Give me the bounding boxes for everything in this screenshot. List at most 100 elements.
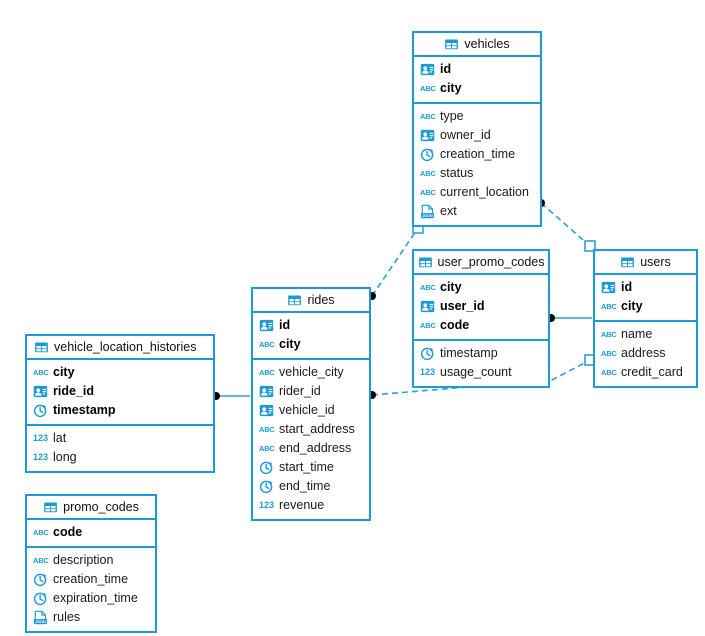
field-row-address[interactable]: ABC address: [595, 344, 696, 363]
key-field-row-id[interactable]: id: [253, 316, 369, 335]
relationship-vehicles-users[interactable]: [537, 199, 596, 252]
abc-text-icon: ABC: [33, 555, 49, 565]
field-row-start_time[interactable]: start_time: [253, 458, 369, 477]
id-card-icon: [259, 318, 274, 333]
field-label: vehicle_city: [279, 365, 344, 380]
id-card-icon: [259, 403, 274, 418]
field-label: rider_id: [279, 384, 321, 399]
field-label: address: [621, 346, 666, 361]
field-label: code: [440, 318, 470, 333]
field-label: creation_time: [440, 147, 516, 162]
id-card-icon: [420, 62, 435, 77]
abc-text-icon: ABC: [259, 443, 275, 453]
entity-header-rides[interactable]: rides: [253, 289, 369, 313]
field-row-ext[interactable]: JSON ext: [414, 202, 540, 221]
table-grid-icon: [418, 255, 433, 270]
key-field-row-user_id[interactable]: user_id: [414, 297, 548, 316]
field-label: rules: [53, 610, 81, 625]
number-123-icon: 123: [259, 500, 275, 510]
key-field-row-timestamp[interactable]: timestamp: [27, 401, 213, 420]
entity-title: users: [640, 254, 671, 269]
entity-header-promo_codes[interactable]: promo_codes: [27, 496, 155, 520]
abc-text-icon: ABC: [601, 301, 617, 311]
field-label: end_time: [279, 479, 331, 494]
primary-key-group-promo_codes: ABC code: [27, 520, 155, 548]
abc-text-icon: ABC: [259, 424, 275, 434]
field-label: revenue: [279, 498, 325, 513]
abc-text-icon: ABC: [33, 527, 49, 537]
abc-text-icon: ABC: [601, 348, 617, 358]
field-row-end_time[interactable]: end_time: [253, 477, 369, 496]
field-row-creation_time[interactable]: creation_time: [27, 570, 155, 589]
field-row-rider_id[interactable]: rider_id: [253, 382, 369, 401]
table-grid-icon: [287, 293, 302, 308]
abc-text-icon: ABC: [601, 329, 617, 339]
field-row-timestamp[interactable]: timestamp: [414, 344, 548, 363]
field-label: city: [621, 299, 643, 314]
relationship-user_promo_codes-users[interactable]: [547, 314, 592, 322]
field-label: ext: [440, 204, 457, 219]
key-field-row-code[interactable]: ABC code: [27, 523, 155, 542]
id-card-icon: [420, 299, 435, 314]
field-label: city: [279, 337, 301, 352]
field-label: owner_id: [440, 128, 491, 143]
field-row-owner_id[interactable]: owner_id: [414, 126, 540, 145]
key-field-row-city[interactable]: ABC city: [595, 297, 696, 316]
field-label: timestamp: [53, 403, 116, 418]
field-label: creation_time: [53, 572, 129, 587]
relationship-vehicle_location_histories-rides[interactable]: [212, 392, 250, 400]
entity-header-user_promo_codes[interactable]: user_promo_codes: [414, 251, 548, 275]
number-123-icon: 123: [33, 433, 49, 443]
field-label: start_address: [279, 422, 355, 437]
entity-title: user_promo_codes: [437, 254, 545, 269]
entity-header-vehicles[interactable]: vehicles: [414, 33, 540, 57]
field-row-expiration_time[interactable]: expiration_time: [27, 589, 155, 608]
field-row-start_address[interactable]: ABC start_address: [253, 420, 369, 439]
key-field-row-id[interactable]: id: [595, 278, 696, 297]
entity-header-vehicle_location_histories[interactable]: vehicle_location_histories: [27, 336, 213, 360]
key-field-row-ride_id[interactable]: ride_id: [27, 382, 213, 401]
field-row-vehicle_id[interactable]: vehicle_id: [253, 401, 369, 420]
field-label: type: [440, 109, 464, 124]
id-card-icon: [601, 280, 616, 295]
svg-text:JSON: JSON: [422, 214, 433, 218]
entity-title: promo_codes: [63, 499, 139, 514]
field-row-revenue[interactable]: 123 revenue: [253, 496, 369, 515]
clock-icon: [259, 479, 274, 494]
field-label: code: [53, 525, 83, 540]
entity-header-users[interactable]: users: [595, 251, 696, 275]
abc-text-icon: ABC: [420, 187, 436, 197]
abc-text-icon: ABC: [420, 282, 436, 292]
field-row-creation_time[interactable]: creation_time: [414, 145, 540, 164]
field-label: user_id: [440, 299, 485, 314]
key-field-row-id[interactable]: id: [414, 60, 540, 79]
